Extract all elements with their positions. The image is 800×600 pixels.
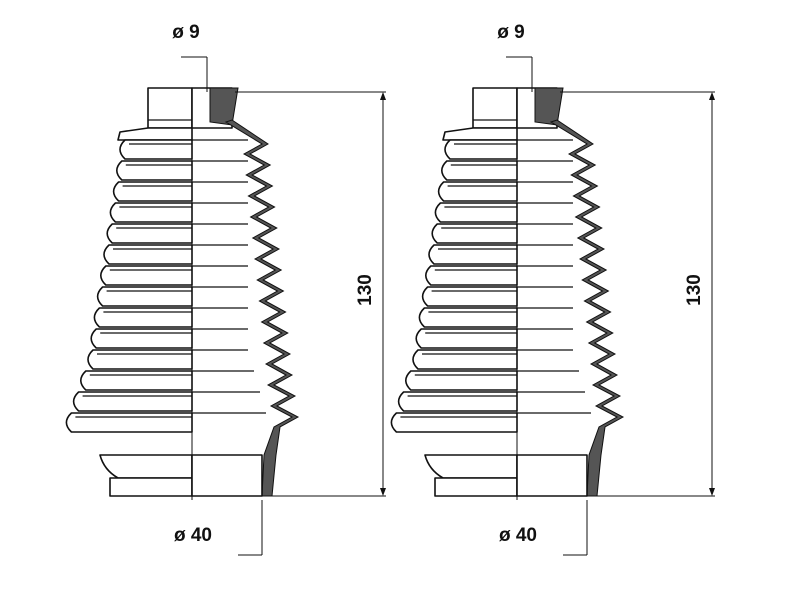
top-diameter-label-right: ø 9 [497, 22, 524, 43]
convolution [103, 244, 193, 265]
convolution [93, 307, 193, 328]
convolution [412, 349, 518, 370]
convolution [415, 328, 518, 349]
boot-left-body [65, 87, 300, 500]
convolution [405, 370, 518, 391]
bellows-boot-right: ø 9 ø 40 130 [390, 22, 715, 556]
convolution [90, 328, 193, 349]
height-label-right: 130 [684, 274, 705, 306]
convolution [397, 391, 518, 412]
height-label-left: 130 [355, 274, 376, 306]
bottom-skirt [424, 454, 518, 479]
top-collar [147, 87, 193, 129]
bottom-skirt [99, 454, 193, 479]
section-bottom [191, 454, 263, 497]
convolution [418, 307, 518, 328]
convolution [434, 202, 518, 223]
convolution [444, 139, 518, 160]
bellows-boot-left: ø 9 ø 40 130 [65, 22, 386, 556]
section-bottom [516, 454, 588, 497]
convolution [80, 370, 193, 391]
convolution [425, 265, 518, 286]
convolution [116, 160, 193, 181]
top-collar [472, 87, 518, 129]
convolution [431, 223, 518, 244]
convolution [112, 181, 193, 202]
convolution [87, 349, 193, 370]
convolution [100, 265, 193, 286]
bottom-diameter-label-left: ø 40 [174, 525, 212, 546]
convolution [65, 412, 193, 433]
convolution [106, 223, 193, 244]
convolution [441, 160, 518, 181]
convolution [390, 412, 518, 433]
convolution [428, 244, 518, 265]
section-wall-top [534, 87, 564, 126]
shoulder [442, 127, 518, 141]
convolution [119, 139, 193, 160]
convolution [109, 202, 193, 223]
convolution [96, 286, 193, 307]
convolution [72, 391, 193, 412]
section-wall-top [209, 87, 239, 126]
boot-right-body [390, 87, 625, 500]
shoulder [117, 127, 193, 141]
bottom-collar [434, 477, 518, 497]
convolution [421, 286, 518, 307]
bottom-diameter-label-right: ø 40 [499, 525, 537, 546]
top-diameter-label-left: ø 9 [172, 22, 199, 43]
convolution [437, 181, 518, 202]
bottom-collar [109, 477, 193, 497]
